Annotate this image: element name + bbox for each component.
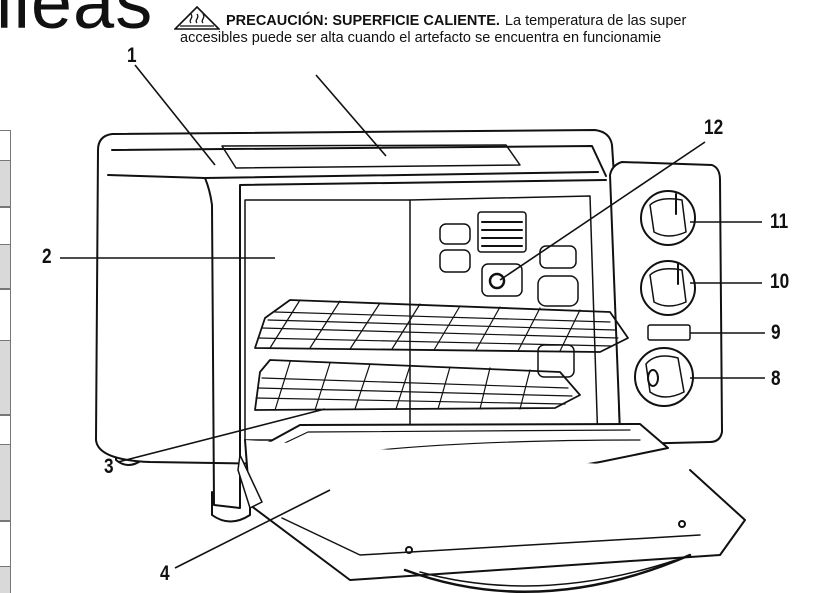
warning-title: PRECAUCIÓN: SUPERFICIE CALIENTE. xyxy=(226,13,500,29)
leader-line-4 xyxy=(174,489,331,569)
callout-10: 10 xyxy=(770,270,790,293)
callout-9: 9 xyxy=(771,321,781,344)
callout-11: 11 xyxy=(770,210,789,233)
warning-text-line2: accesibles puede ser alta cuando el arte… xyxy=(180,30,662,46)
leader-line-1b xyxy=(315,74,387,157)
hot-surface-warning-icon xyxy=(174,6,220,30)
hot-surface-warning: PRECAUCIÓN: SUPERFICIE CALIENTE. La temp… xyxy=(174,6,820,47)
side-table-edge xyxy=(0,130,12,593)
callout-2: 2 xyxy=(42,245,52,268)
callout-3: 3 xyxy=(104,455,114,478)
callout-4: 4 xyxy=(160,562,170,585)
leader-line-3 xyxy=(117,408,326,463)
leader-line-12 xyxy=(499,141,706,281)
callout-12: 12 xyxy=(704,116,724,139)
warning-text-line1: La temperatura de las super xyxy=(504,13,687,29)
callout-8: 8 xyxy=(771,367,781,390)
section-heading: ileas xyxy=(0,0,154,44)
leader-line-1 xyxy=(134,64,216,166)
callout-1: 1 xyxy=(127,44,137,67)
